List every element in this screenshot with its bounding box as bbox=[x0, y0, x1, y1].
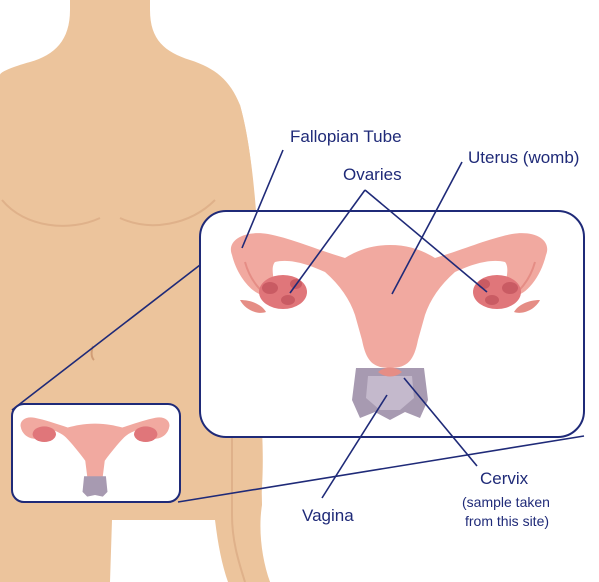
ovary-right bbox=[473, 275, 521, 309]
zoom-panel bbox=[200, 211, 584, 437]
label-fallopian-tube: Fallopian Tube bbox=[290, 127, 402, 146]
label-ovaries: Ovaries bbox=[343, 165, 402, 184]
label-cervix-note-1: (sample taken bbox=[462, 494, 550, 510]
small-inset bbox=[12, 404, 180, 502]
label-cervix-note-2: from this site) bbox=[465, 513, 549, 529]
label-vagina: Vagina bbox=[302, 506, 354, 525]
label-uterus: Uterus (womb) bbox=[468, 148, 579, 167]
label-cervix: Cervix bbox=[480, 469, 529, 488]
